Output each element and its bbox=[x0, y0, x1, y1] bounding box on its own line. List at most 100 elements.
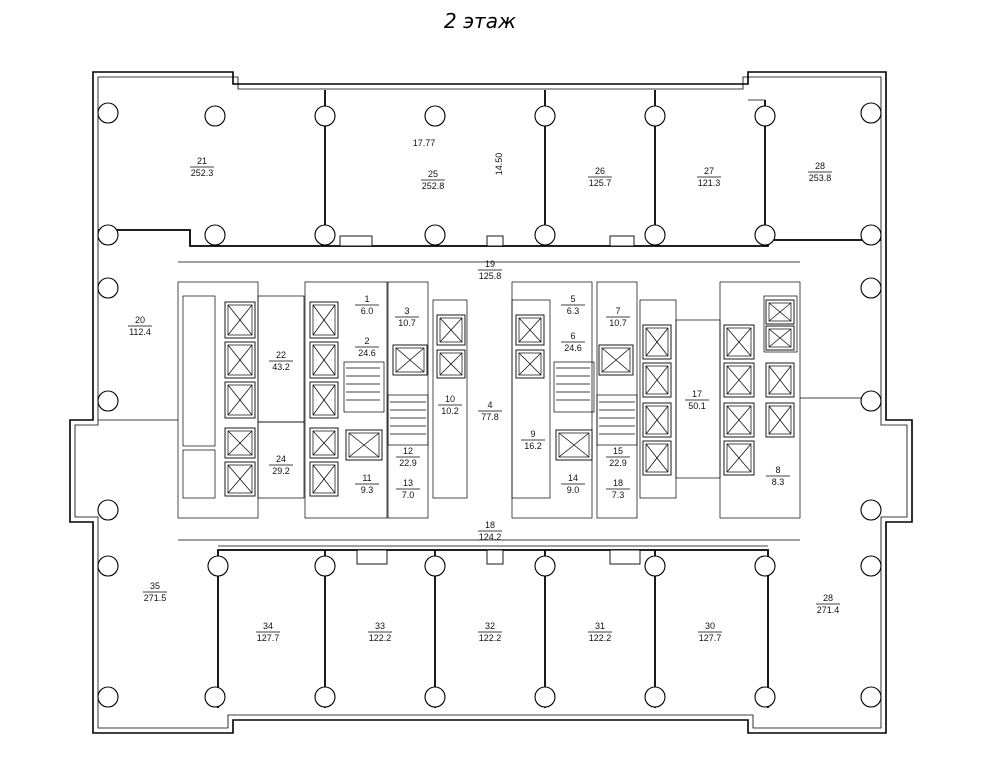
room-area: 24.6 bbox=[358, 348, 376, 358]
room-area: 7.3 bbox=[612, 490, 625, 500]
room-number: 15 bbox=[613, 446, 623, 456]
room-number: 20 bbox=[135, 315, 145, 325]
room-area: 121.3 bbox=[698, 178, 721, 188]
room-number: 28 bbox=[823, 593, 833, 603]
room-number: 35 bbox=[150, 581, 160, 591]
elevator-shaft bbox=[723, 362, 755, 398]
room-label-3: 310.7 bbox=[395, 306, 419, 328]
room-number: 25 bbox=[428, 169, 438, 179]
room-area: 125.7 bbox=[589, 178, 612, 188]
room-label-32: 32 122.2 bbox=[478, 621, 502, 643]
room-area: 127.7 bbox=[699, 633, 722, 643]
floor-title: 2 этаж bbox=[444, 9, 516, 33]
elevator-shaft bbox=[515, 349, 545, 379]
dimension-width: 14.50 bbox=[494, 153, 504, 176]
room-number: 1 bbox=[364, 294, 369, 304]
elevator-shaft bbox=[765, 402, 795, 438]
elevator-shafts bbox=[224, 299, 795, 497]
left-core bbox=[177, 281, 468, 519]
room-label-25: 25 252.8 bbox=[421, 169, 445, 191]
room-label-8: 88.3 bbox=[766, 465, 790, 487]
room-label-1: 16.0 bbox=[355, 294, 379, 316]
room-area: 10.7 bbox=[609, 318, 627, 328]
room-label-2: 224.6 bbox=[355, 336, 379, 358]
room-area: 8.3 bbox=[772, 477, 785, 487]
elevator-shaft bbox=[555, 429, 593, 461]
columns bbox=[97, 102, 882, 708]
room-area: 252.3 bbox=[191, 168, 214, 178]
room-area: 7.0 bbox=[402, 490, 415, 500]
room-label-4: 477.8 bbox=[478, 400, 502, 422]
room-number: 18 bbox=[613, 478, 623, 488]
room-label-11: 119.3 bbox=[355, 473, 379, 495]
fixtures bbox=[339, 235, 641, 565]
room-area: 253.8 bbox=[809, 173, 832, 183]
room-area: 122.2 bbox=[479, 633, 502, 643]
room-area: 16.2 bbox=[524, 441, 542, 451]
elevator-shaft bbox=[224, 341, 256, 379]
room-label-17: 17 50.1 bbox=[685, 389, 709, 411]
elevator-shaft bbox=[224, 301, 256, 339]
room-label-10: 10 10.2 bbox=[438, 394, 462, 416]
room-area: 9.3 bbox=[361, 485, 374, 495]
room-number: 5 bbox=[570, 294, 575, 304]
room-number: 13 bbox=[403, 478, 413, 488]
room-area: 10.7 bbox=[398, 318, 416, 328]
room-area: 29.2 bbox=[272, 466, 290, 476]
room-number: 31 bbox=[595, 621, 605, 631]
side-partitions bbox=[98, 261, 881, 541]
room-label-14: 149.0 bbox=[561, 473, 585, 495]
room-area: 9.0 bbox=[567, 485, 580, 495]
room-number: 30 bbox=[705, 621, 715, 631]
elevator-shaft bbox=[642, 402, 672, 438]
room-number: 12 bbox=[403, 446, 413, 456]
elevator-shaft bbox=[392, 344, 428, 376]
room-area: 124.2 bbox=[479, 532, 502, 542]
outer-wall bbox=[69, 71, 913, 734]
room-number: 32 bbox=[485, 621, 495, 631]
room-number: 4 bbox=[487, 400, 492, 410]
room-label-26: 26 125.7 bbox=[588, 166, 612, 188]
room-number: 19 bbox=[485, 259, 495, 269]
room-number: 22 bbox=[276, 350, 286, 360]
room-label-9: 916.2 bbox=[521, 429, 545, 451]
room-area: 252.8 bbox=[422, 181, 445, 191]
room-number: 24 bbox=[276, 454, 286, 464]
room-area: 22.9 bbox=[609, 458, 627, 468]
room-number: 2 bbox=[364, 336, 369, 346]
outer-wall-inner bbox=[74, 76, 908, 729]
elevator-shaft bbox=[723, 440, 755, 476]
room-number: 21 bbox=[197, 156, 207, 166]
room-label-30: 30 127.7 bbox=[698, 621, 722, 643]
room-number: 7 bbox=[615, 306, 620, 316]
elevator-shaft bbox=[224, 461, 256, 497]
room-number: 17 bbox=[692, 389, 702, 399]
room-label-24: 24 29.2 bbox=[269, 454, 293, 476]
elevator-shaft bbox=[309, 341, 339, 379]
room-number: 14 bbox=[568, 473, 578, 483]
elevator-shaft bbox=[765, 299, 795, 325]
room-number: 8 bbox=[775, 465, 780, 475]
room-area: 50.1 bbox=[688, 401, 706, 411]
room-label-7: 710.7 bbox=[606, 306, 630, 328]
room-number: 26 bbox=[595, 166, 605, 176]
elevator-shaft bbox=[309, 427, 339, 459]
elevator-shaft bbox=[642, 440, 672, 476]
room-area: 10.2 bbox=[441, 406, 459, 416]
elevator-shaft bbox=[723, 402, 755, 438]
room-area: 122.2 bbox=[369, 633, 392, 643]
room-number: 10 bbox=[445, 394, 455, 404]
room-area: 271.5 bbox=[144, 593, 167, 603]
room-label-21: 21 252.3 bbox=[190, 156, 214, 178]
elevator-shaft bbox=[642, 362, 672, 398]
